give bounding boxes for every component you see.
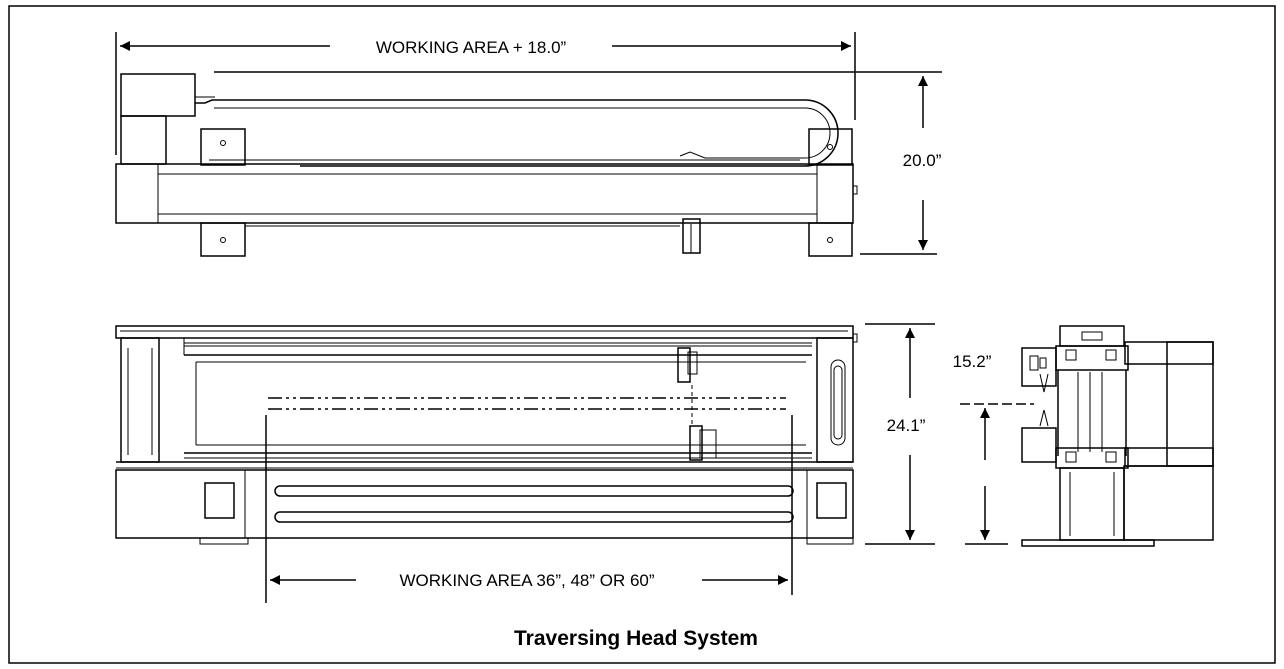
left-end-plate <box>120 337 160 463</box>
base-beam <box>115 469 854 539</box>
side-base-plate <box>1021 539 1155 547</box>
side-top-block <box>1059 325 1125 347</box>
front-dimension-lines <box>265 323 935 603</box>
upper-carriage <box>677 347 691 383</box>
left-port <box>204 482 235 519</box>
motor-body <box>120 115 167 165</box>
dim-side-height: 15.2” <box>953 352 992 371</box>
right-port <box>816 482 847 519</box>
motor-cap <box>120 73 196 117</box>
side-dimension-lines <box>960 403 1034 545</box>
bracket-top-right <box>808 128 853 166</box>
side-lower-head <box>1021 427 1057 463</box>
top-dimension-lines <box>115 32 942 255</box>
bracket-top-left <box>200 128 246 166</box>
right-end-plate <box>816 337 854 463</box>
drawing-border <box>8 5 1276 664</box>
cable-carrier <box>195 99 839 167</box>
cable-carrier-inner <box>214 107 831 159</box>
front-view <box>115 325 858 545</box>
dim-top-width: WORKING AREA + 18.0” <box>376 38 567 57</box>
side-view <box>1021 325 1214 547</box>
lower-carriage <box>689 425 703 461</box>
top-rail <box>115 325 854 339</box>
lower-slot <box>274 511 794 523</box>
upper-slot <box>274 485 794 497</box>
bracket-bottom-left <box>200 222 246 257</box>
side-upper-head <box>1021 347 1057 387</box>
bracket-bottom-right <box>808 222 853 257</box>
side-lower-arm <box>1124 447 1214 467</box>
dim-front-height: 24.1” <box>887 416 926 435</box>
dim-bottom-width: WORKING AREA 36”, 48” OR 60” <box>399 571 654 590</box>
top-view <box>115 73 858 257</box>
side-upper-arm <box>1124 341 1214 365</box>
dim-top-height: 20.0” <box>903 151 942 170</box>
diagram-title: Traversing Head System <box>514 627 758 650</box>
